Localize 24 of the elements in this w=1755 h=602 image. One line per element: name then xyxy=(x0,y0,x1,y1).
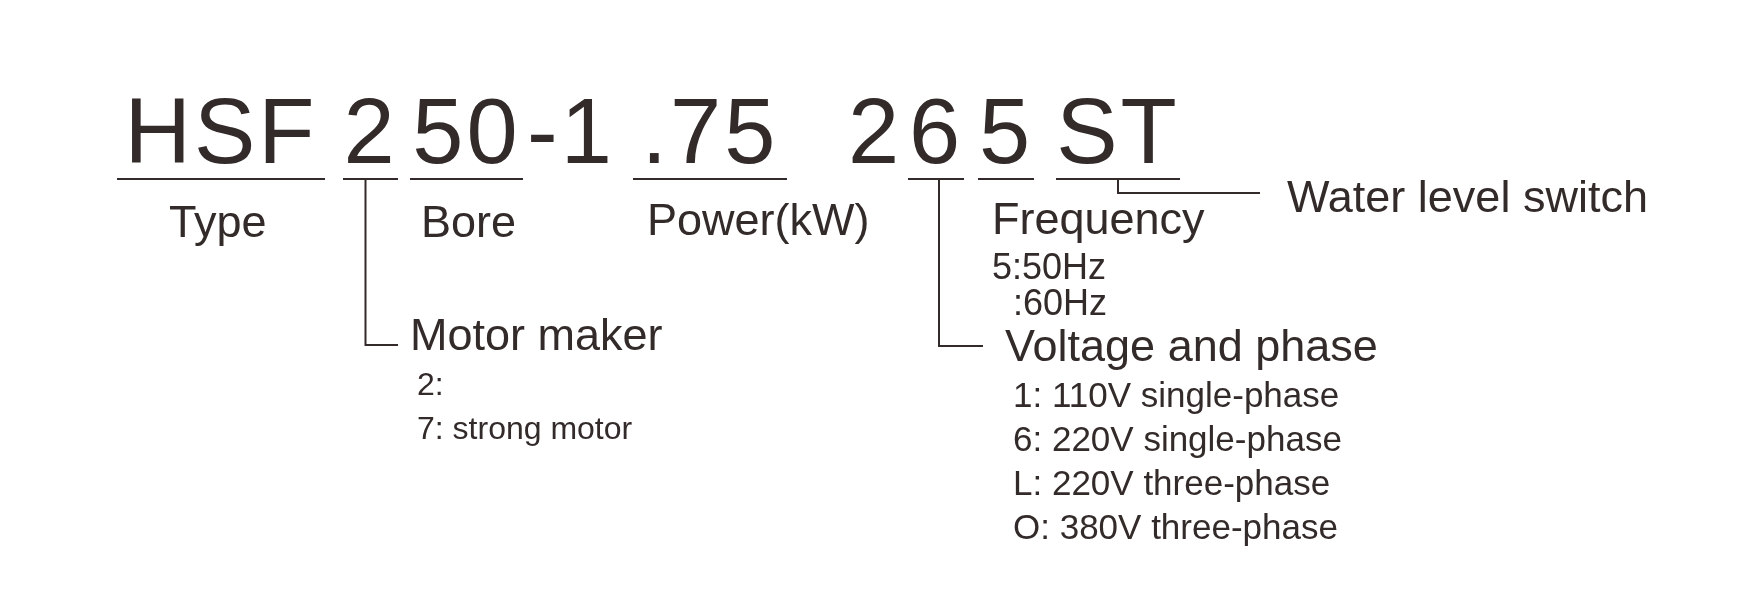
underlined-code-segment: .75 xyxy=(633,85,787,180)
underlined-code-segment: 2 xyxy=(343,85,398,180)
model-code-text: -1 xyxy=(527,85,615,177)
leader-line xyxy=(364,179,399,346)
leader-line xyxy=(938,179,984,347)
underlined-code-segment: ST xyxy=(1056,85,1180,180)
underlined-code-segment: HSF xyxy=(117,85,325,180)
segment-label: Water level switch xyxy=(1287,170,1648,224)
model-code-text: 2 xyxy=(848,85,903,177)
option-text: 6: 220V single-phase xyxy=(1012,418,1342,460)
option-text: L: 220V three-phase xyxy=(1012,462,1331,504)
option-text: O: 380V three-phase xyxy=(1012,506,1338,548)
option-text: 7: strong motor xyxy=(416,409,633,448)
segment-label: Power(kW) xyxy=(647,193,870,247)
segment-label: Type xyxy=(169,195,267,249)
segment-label: Motor maker xyxy=(410,308,663,362)
underlined-code-segment: 5 xyxy=(978,85,1034,180)
segment-label: Bore xyxy=(421,195,517,249)
leader-line xyxy=(1117,179,1261,194)
segment-label: Frequency xyxy=(992,192,1205,246)
option-text: 1: 110V single-phase xyxy=(1012,374,1340,416)
underlined-code-segment: 6 xyxy=(908,85,964,180)
underlined-code-segment: 50 xyxy=(410,85,523,180)
option-text: 2: xyxy=(416,365,444,404)
